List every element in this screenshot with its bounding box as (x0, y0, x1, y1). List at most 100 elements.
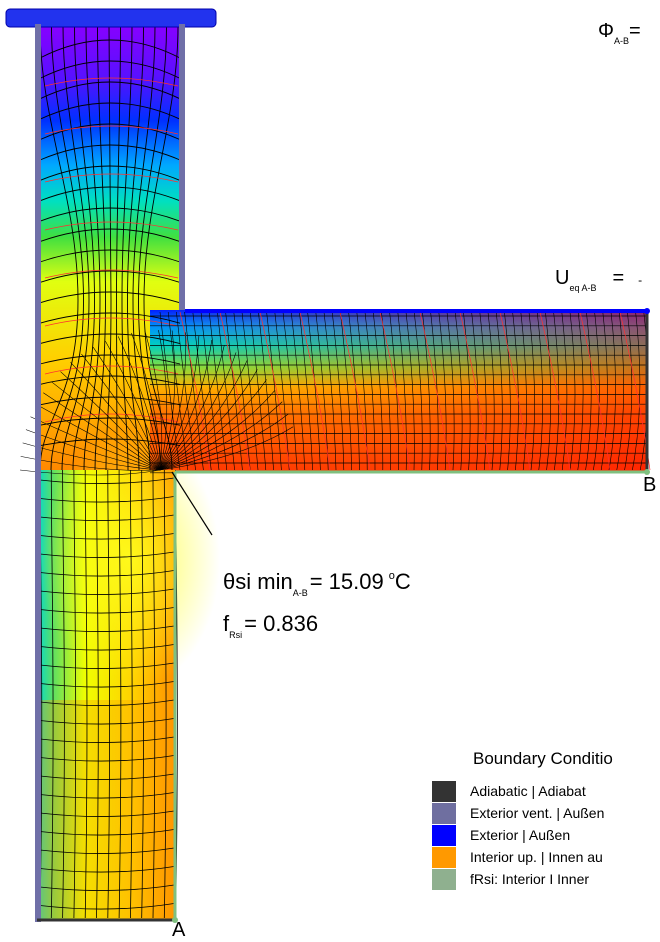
phi-label: ΦA-B= (598, 20, 641, 46)
isotherm-line (72, 25, 95, 471)
flux-line (39, 736, 175, 743)
flux-line (561, 311, 568, 471)
flux-line (39, 477, 175, 484)
flux-line-red (539, 311, 571, 471)
isotherm-line (83, 25, 101, 471)
corner-fan-line (159, 369, 258, 471)
flux-line (39, 270, 181, 283)
flux-line (39, 496, 175, 503)
corner-fan-line (159, 345, 225, 471)
flux-line (200, 311, 220, 471)
flux-line (266, 311, 282, 471)
flux-line (39, 847, 175, 854)
point-b-label: B (643, 474, 657, 496)
legend-item-adiabatic: Adiabatic | Adiabat (432, 781, 660, 803)
point-b-marker (644, 469, 650, 475)
flux-line (528, 311, 535, 471)
flux-line (624, 311, 633, 471)
frsi-label: fRsi= 0.836 (223, 611, 318, 640)
isotherm-line (39, 25, 79, 471)
flux-line (520, 311, 527, 471)
flux-line (39, 228, 181, 243)
flux-line (39, 884, 175, 891)
flux-line (274, 311, 290, 471)
theta-text: si min (235, 569, 293, 594)
flux-line-red (179, 311, 211, 471)
flux-line (39, 551, 175, 558)
flux-line (225, 311, 243, 471)
flux-line (495, 311, 503, 471)
point-a-marker (172, 917, 178, 923)
corner-fan-line (144, 330, 163, 471)
flux-line (600, 311, 608, 471)
flux-line (39, 662, 175, 669)
frsi-subscript: Rsi (229, 630, 243, 640)
corner-fan-line (117, 336, 161, 471)
flux-line (553, 311, 560, 471)
flux-line (39, 312, 181, 324)
flux-line (39, 607, 175, 614)
flux-line-red (44, 77, 179, 87)
flux-line (536, 311, 543, 471)
flux-line-red (259, 311, 291, 471)
flux-line (39, 903, 175, 910)
flux-line (39, 396, 181, 406)
flux-line (39, 144, 181, 161)
right-vent-edge (179, 24, 185, 310)
flux-line-red (299, 311, 331, 471)
flux-line (585, 311, 592, 471)
flux-line (39, 249, 181, 263)
flux-line (487, 311, 495, 471)
flux-line-red (44, 365, 179, 375)
flux-line-red (44, 269, 179, 279)
u-equals: = (612, 267, 625, 289)
flux-line (340, 311, 352, 471)
legend-label: Interior up. | Innen au (470, 849, 603, 865)
flux-line (593, 311, 600, 471)
phi-symbol: Φ (598, 20, 614, 42)
flux-line (356, 311, 368, 471)
flux-line (39, 810, 175, 817)
legend-item-exterior: Exterior | Außen (432, 825, 660, 847)
flux-line (504, 311, 511, 471)
flux-line (545, 311, 552, 471)
corner-fan-line (158, 329, 168, 471)
flux-line (405, 311, 415, 471)
flux-line (454, 311, 463, 471)
flux-line (39, 186, 181, 202)
flux-line (39, 60, 181, 79)
flux-line (372, 311, 384, 471)
legend-label: fRsi: Interior I Inner (470, 871, 590, 887)
flux-line (413, 311, 423, 471)
corner-fan-line (60, 371, 161, 471)
flux-line (290, 311, 306, 471)
flux-line (192, 311, 212, 471)
theta-symbol: θ (223, 569, 236, 594)
corner-fan-line (159, 330, 176, 471)
flux-line (184, 311, 204, 471)
flux-line (364, 311, 376, 471)
isotherm-line (132, 25, 156, 471)
flux-line-red (44, 221, 179, 231)
u-label: Ueq A-B=- (555, 267, 642, 293)
flux-line (348, 311, 360, 471)
corner-fan-line (51, 381, 161, 471)
flux-line (479, 311, 487, 471)
flux-line-red (379, 311, 411, 471)
flux-line-red (44, 413, 179, 423)
theta-unit: C (394, 569, 411, 594)
flux-line (249, 311, 267, 471)
flux-line (39, 291, 181, 304)
corner-fan-line (159, 335, 200, 471)
corner-fan-line (159, 360, 248, 471)
flux-line (389, 311, 399, 471)
flux-line (39, 438, 181, 447)
isotherm-line (121, 25, 133, 471)
flux-line (323, 311, 337, 471)
flux-line-red (44, 125, 179, 135)
legend-item-interior-up: Interior up. | Innen au (432, 847, 660, 869)
legend-item-frsi-interior: fRsi: Interior I Inner (432, 869, 660, 891)
corner-fan-line (105, 340, 161, 471)
isotherm-line (107, 469, 110, 919)
